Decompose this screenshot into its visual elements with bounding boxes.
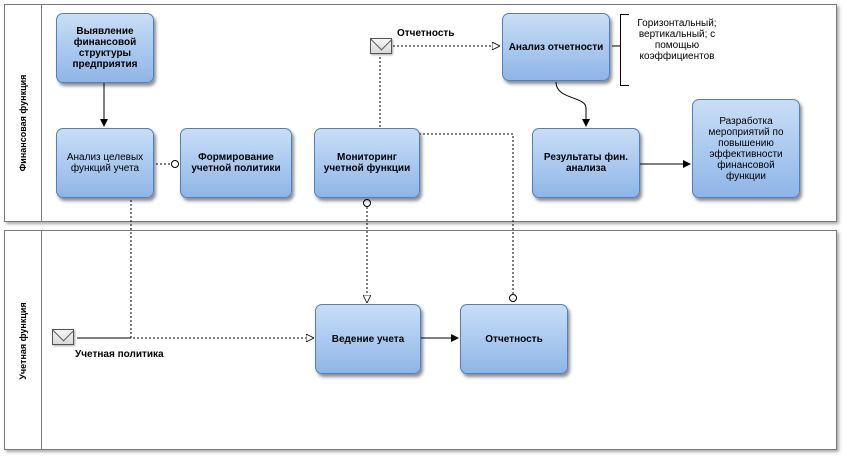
task-label: Формирование учетной политики: [191, 152, 281, 174]
annotation-bracket: [620, 14, 629, 86]
task-label: Анализ целевых функций учета: [66, 152, 144, 174]
task-identify-financial-structure[interactable]: Выявление финансовой структуры предприят…: [56, 13, 154, 83]
message-label-reporting: Отчетность: [397, 28, 455, 39]
message-flow-reporting-start: [509, 294, 517, 302]
task-label: Результаты фин. анализа: [543, 152, 629, 174]
message-envelope-icon: [52, 329, 74, 345]
flow-goals-to-policy-end: [171, 160, 179, 168]
task-label: Выявление финансовой структуры предприят…: [72, 26, 138, 70]
task-form-accounting-policy[interactable]: Формирование учетной политики: [180, 128, 292, 198]
flow-analysis-to-results: [555, 81, 590, 127]
task-bookkeeping[interactable]: Ведение учета: [315, 304, 421, 374]
task-label: Отчетность: [485, 333, 543, 345]
lane-header: Учетная функция: [5, 231, 42, 449]
task-label: Ведение учета: [331, 333, 405, 345]
lane-header: Финансовая функция: [5, 5, 42, 221]
task-analysis-results[interactable]: Результаты фин. анализа: [532, 128, 640, 198]
task-develop-measures[interactable]: Разработка мероприятий по повышению эффе…: [692, 99, 800, 198]
message-flow-monitoring-start: [363, 199, 371, 207]
message-label-accounting-policy: Учетная политика: [75, 349, 164, 360]
task-label: Разработка мероприятий по повышению эффе…: [708, 115, 784, 182]
task-reporting[interactable]: Отчетность: [460, 304, 568, 374]
task-analyze-accounting-goals[interactable]: Анализ целевых функций учета: [56, 128, 154, 198]
message-envelope-icon: [370, 38, 392, 54]
task-report-analysis[interactable]: Анализ отчетности: [502, 13, 610, 81]
task-monitoring-accounting-function[interactable]: Мониторинг учетной функции: [314, 128, 420, 198]
annotation-analysis-methods: Горизонтальный; вертикальный; с помощью …: [637, 18, 717, 62]
task-label: Анализ отчетности: [508, 41, 604, 53]
message-flow-reporting-to-envelope: [379, 57, 514, 294]
task-label: Мониторинг учетной функции: [323, 152, 411, 174]
